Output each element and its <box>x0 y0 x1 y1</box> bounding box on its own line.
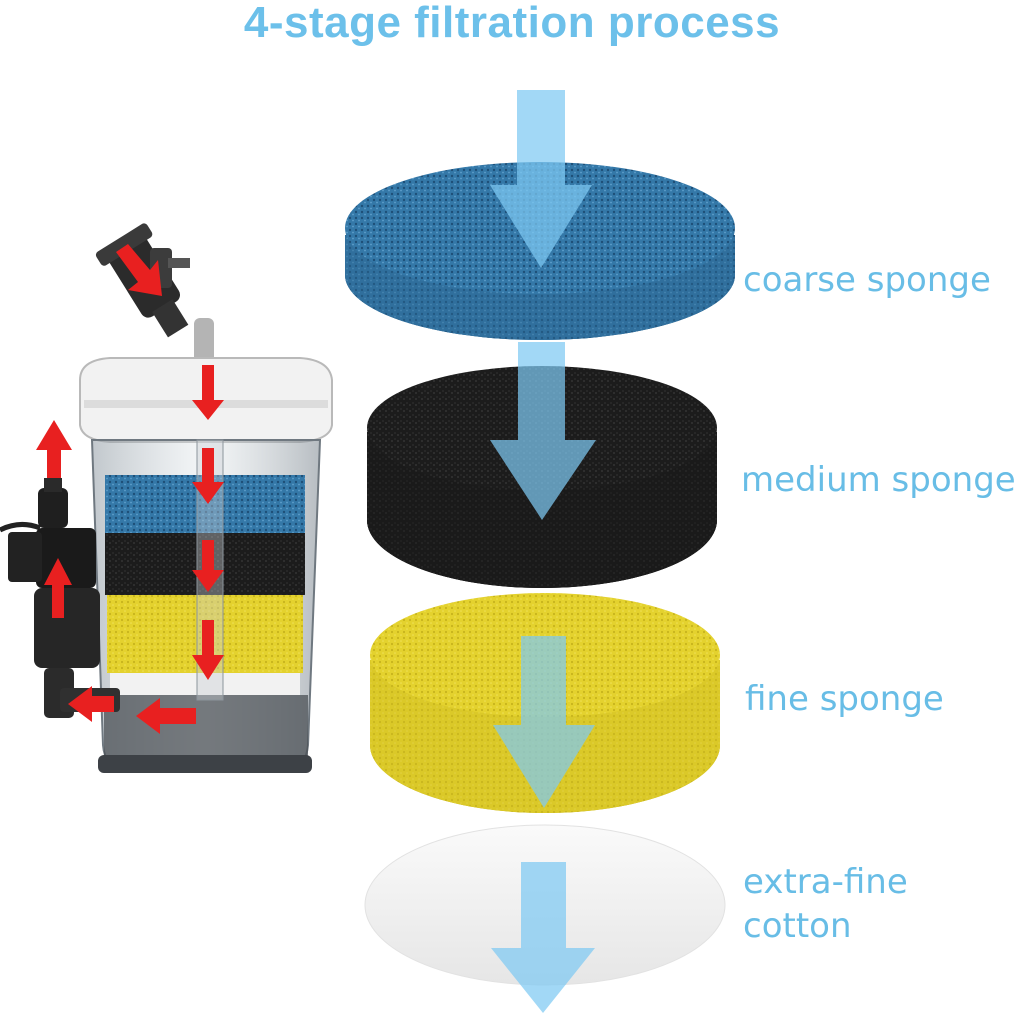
red-flow-arrow-icon <box>36 244 224 734</box>
stage-label-coarse-sponge: coarse sponge <box>743 260 991 300</box>
stage-label-fine-sponge: fine sponge <box>745 679 944 719</box>
stage-label-cotton: cotton <box>743 906 852 946</box>
flow-arrow-icon <box>490 90 596 1013</box>
stage-label-medium-sponge: medium sponge <box>741 460 1016 500</box>
page-title: 4-stage filtration process <box>243 0 781 47</box>
stage-label-extra-fine: extra-fine <box>743 862 908 902</box>
coarse-sponge <box>345 162 735 340</box>
